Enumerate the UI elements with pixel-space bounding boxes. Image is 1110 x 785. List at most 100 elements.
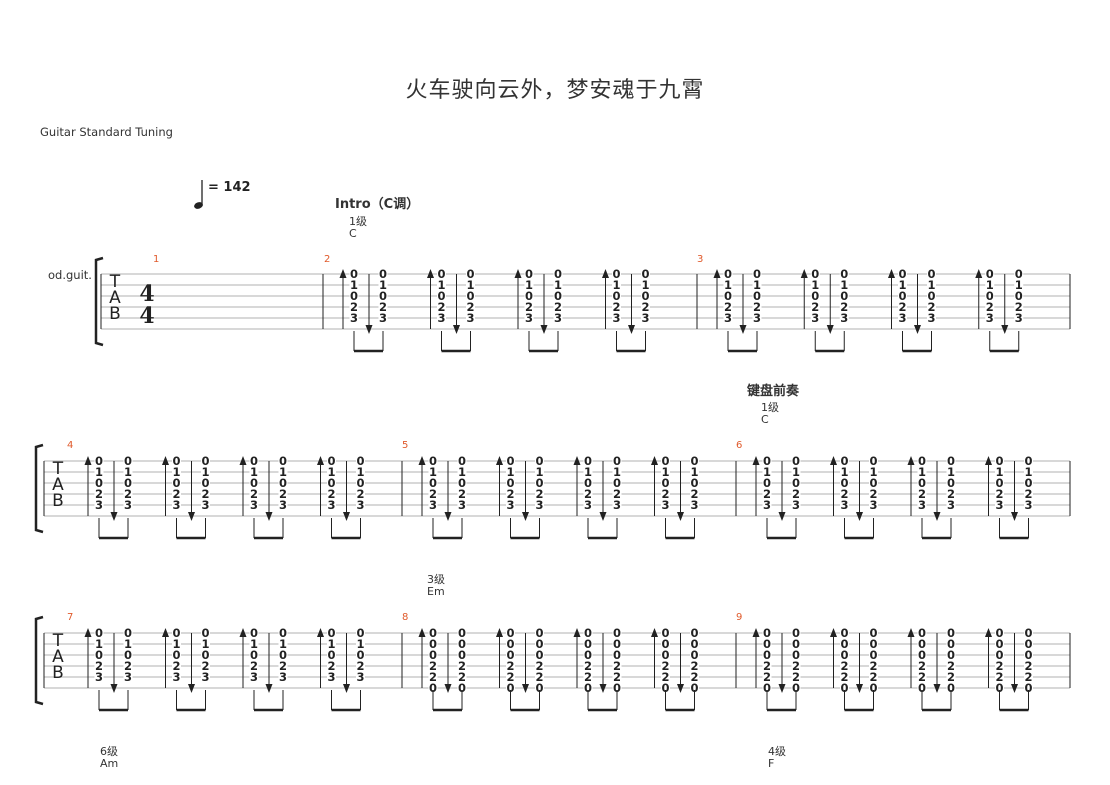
fret-number: 3 — [584, 498, 592, 512]
fret-number: 0 — [584, 476, 592, 490]
fret-number: 0 — [201, 626, 209, 640]
fret-number: 0 — [458, 648, 466, 662]
strum-down-arrow-icon — [453, 325, 460, 334]
fret-mask — [428, 660, 438, 672]
fret-number: 0 — [840, 637, 848, 651]
fret-number: 0 — [506, 637, 514, 651]
fret-number: 2 — [429, 487, 437, 501]
fret-number: 0 — [690, 681, 698, 695]
fret-mask — [985, 301, 995, 313]
strum-up-arrow-icon — [907, 456, 915, 465]
fret-mask — [1014, 279, 1024, 291]
fret-mask — [535, 455, 544, 467]
fret-number: 3 — [1024, 498, 1032, 512]
fret-mask — [94, 488, 104, 500]
fret-mask — [201, 455, 210, 467]
fret-mask — [327, 477, 336, 489]
fret-number: 0 — [724, 289, 732, 303]
fret-number: 3 — [927, 311, 935, 325]
strum-up-arrow-icon — [496, 628, 503, 637]
fret-number: 0 — [172, 454, 180, 468]
strum-up-arrow-icon — [162, 628, 169, 637]
fret-mask — [840, 649, 849, 661]
fret-number: 0 — [690, 626, 698, 640]
fret-number: 0 — [250, 476, 258, 490]
fret-number: 0 — [792, 681, 800, 695]
fret-mask — [762, 682, 772, 694]
fret-mask — [249, 488, 259, 500]
fret-mask — [946, 499, 956, 511]
fret-mask — [612, 477, 622, 489]
strum-down-arrow-icon — [826, 325, 834, 334]
fret-mask — [201, 671, 210, 683]
fret-mask — [917, 671, 927, 683]
fret-number: 0 — [898, 289, 906, 303]
chord-degree-label: 6级 — [100, 745, 118, 758]
fret-number: 2 — [1015, 300, 1023, 314]
fret-number: 0 — [661, 681, 669, 695]
fret-mask — [583, 455, 593, 467]
fret-number: 3 — [279, 670, 287, 684]
fret-number: 2 — [350, 300, 358, 314]
fret-number: 2 — [641, 300, 649, 314]
strum-up-arrow-icon — [84, 456, 92, 465]
fret-number: 2 — [898, 300, 906, 314]
fret-number: 3 — [201, 498, 209, 512]
fret-number: 0 — [947, 648, 955, 662]
fret-mask — [583, 627, 593, 639]
strum-up-arrow-icon — [713, 269, 721, 278]
fret-number: 2 — [690, 670, 698, 684]
strum-up-arrow-icon — [800, 269, 808, 278]
fret-mask — [762, 649, 772, 661]
fret-mask — [278, 627, 288, 639]
fret-number: 2 — [124, 487, 132, 501]
fret-mask — [690, 660, 699, 672]
fret-mask — [356, 638, 365, 650]
strum-down-arrow-icon — [110, 684, 118, 693]
fret-number: 1 — [279, 465, 287, 479]
fret-mask — [123, 477, 133, 489]
fret-mask — [583, 671, 593, 683]
fret-mask — [840, 682, 849, 694]
fret-number: 0 — [437, 267, 445, 281]
fret-number: 3 — [535, 498, 543, 512]
fret-mask — [946, 682, 956, 694]
fret-number: 3 — [250, 498, 258, 512]
fret-mask — [1014, 301, 1024, 313]
strum-up-arrow-icon — [239, 456, 247, 465]
fret-number: 0 — [869, 454, 877, 468]
fret-mask — [762, 660, 772, 672]
fret-mask — [378, 312, 388, 324]
strum-down-arrow-icon — [188, 512, 195, 521]
fret-number: 0 — [1015, 267, 1023, 281]
fret-number: 1 — [506, 465, 514, 479]
fret-number: 1 — [250, 637, 258, 651]
fret-mask — [810, 279, 820, 291]
fret-number: 0 — [612, 289, 620, 303]
chord-name-label: Am — [100, 757, 119, 770]
strum-down-arrow-icon — [599, 684, 607, 693]
fret-mask — [349, 279, 359, 291]
strum-down-arrow-icon — [933, 684, 941, 693]
fret-mask — [278, 488, 288, 500]
fret-mask — [457, 455, 467, 467]
fret-number: 2 — [995, 659, 1003, 673]
fret-mask — [917, 455, 927, 467]
fret-number: 0 — [995, 454, 1003, 468]
fret-mask — [661, 627, 670, 639]
fret-number: 0 — [918, 476, 926, 490]
fret-mask — [249, 660, 259, 672]
fret-mask — [1024, 627, 1033, 639]
fret-number: 3 — [869, 498, 877, 512]
fret-number: 3 — [172, 670, 180, 684]
strum-up-arrow-icon — [427, 269, 434, 278]
fret-number: 2 — [1024, 487, 1032, 501]
fret-number: 0 — [1024, 454, 1032, 468]
fret-mask — [690, 466, 699, 478]
fret-mask — [94, 671, 104, 683]
fret-mask — [869, 455, 878, 467]
fret-mask — [249, 638, 259, 650]
fret-mask — [553, 268, 563, 280]
fret-number: 0 — [506, 626, 514, 640]
fret-number: 0 — [584, 637, 592, 651]
